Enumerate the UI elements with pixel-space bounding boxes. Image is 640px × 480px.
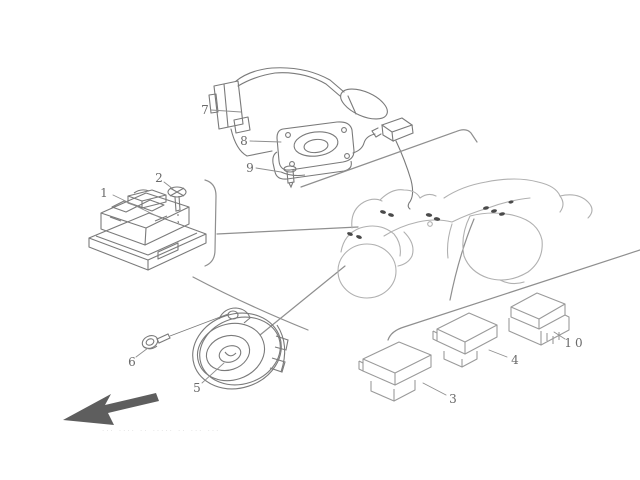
callout-5: 5 [193,381,201,395]
callout-7: 7 [201,103,209,117]
horn-part [192,307,289,390]
horn-bolt-part [141,313,229,350]
fuse-box-part [88,189,207,271]
callout-3: 3 [449,392,457,406]
callout-10: 10 [564,336,585,350]
callout-4: 4 [511,353,519,367]
vehicle-mount-dots [347,200,514,239]
relay-3-part [508,292,570,346]
callout-2: 2 [155,171,163,185]
direction-arrow [63,393,159,425]
relay-2-part [432,312,498,368]
callout-9: 9 [246,161,254,175]
relay-1-part [358,341,432,402]
vehicle-sketch [337,178,593,299]
leader-frame-lines [192,129,640,341]
gauge-wire-connector [352,117,414,210]
fuel-sender-part [208,67,388,157]
wing-bolt-part [167,186,187,226]
faint-watermark-text: ··· ···· ·· ····· ·· ··· ··· [102,427,220,435]
callout-8: 8 [240,134,248,148]
callout-leaders [112,109,566,396]
callout-6: 6 [128,355,136,369]
screw-part [283,165,297,189]
callout-1: 1 [100,186,108,200]
fuel-gauge-base-part [272,121,355,180]
callout-labels: 1 2 3 4 5 6 7 8 9 10 [100,103,585,406]
